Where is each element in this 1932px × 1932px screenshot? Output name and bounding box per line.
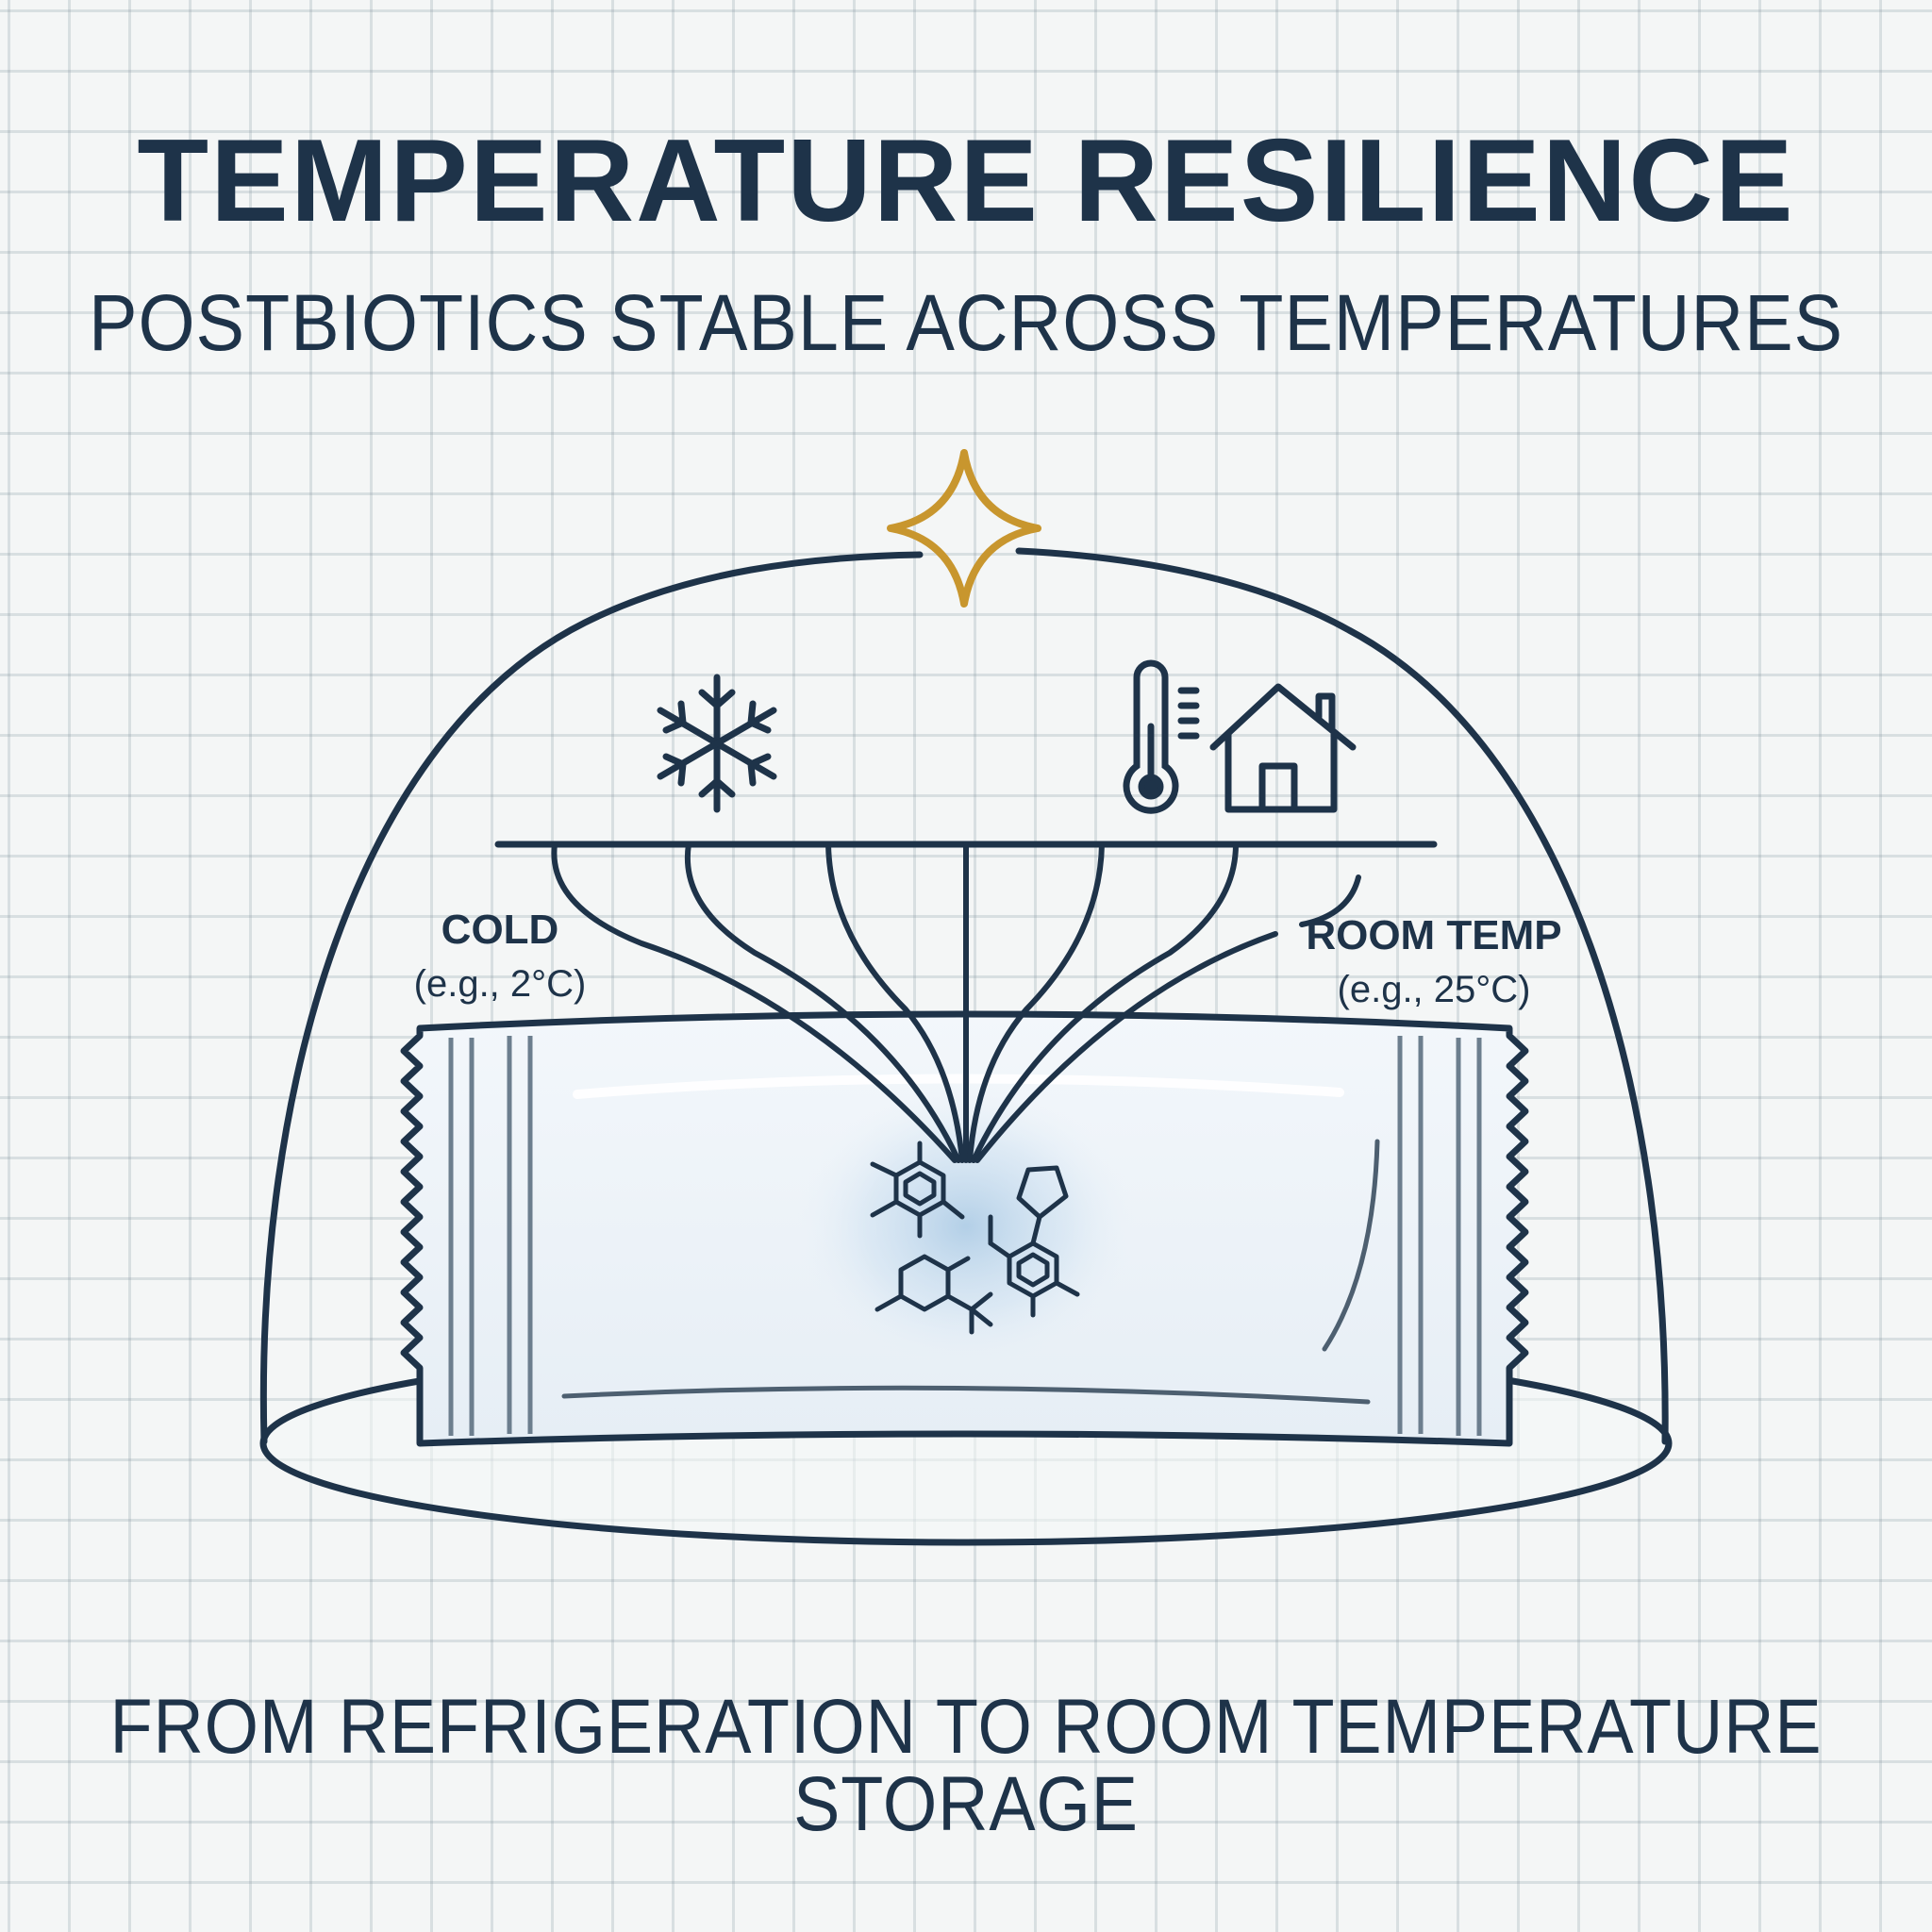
room-temp-label: ROOM TEMP	[1306, 912, 1561, 958]
house-icon	[1209, 683, 1357, 813]
sparkle-icon	[887, 449, 1041, 608]
flow-lines	[551, 841, 1361, 1163]
room-temp-example-label: (e.g., 25°C)	[1338, 969, 1531, 1010]
thermometer-icon	[1123, 659, 1200, 814]
dome-arc-left	[259, 551, 924, 1445]
molecule-icon	[870, 1141, 1080, 1335]
dome-arc-right	[1015, 547, 1669, 1445]
postbiotic-pack	[400, 1010, 1529, 1447]
page-subtitle: POSTBIOTICS STABLE ACROSS TEMPERATURES	[88, 278, 1844, 367]
cold-example-label: (e.g., 2°C)	[414, 963, 587, 1005]
page-title: TEMPERATURE RESILIENCE	[137, 116, 1795, 246]
snowflake-icon	[657, 674, 777, 813]
footer-caption: FROM REFRIGERATION TO ROOM TEMPERATURE S…	[109, 1684, 1823, 1847]
cold-label: COLD	[441, 907, 559, 953]
